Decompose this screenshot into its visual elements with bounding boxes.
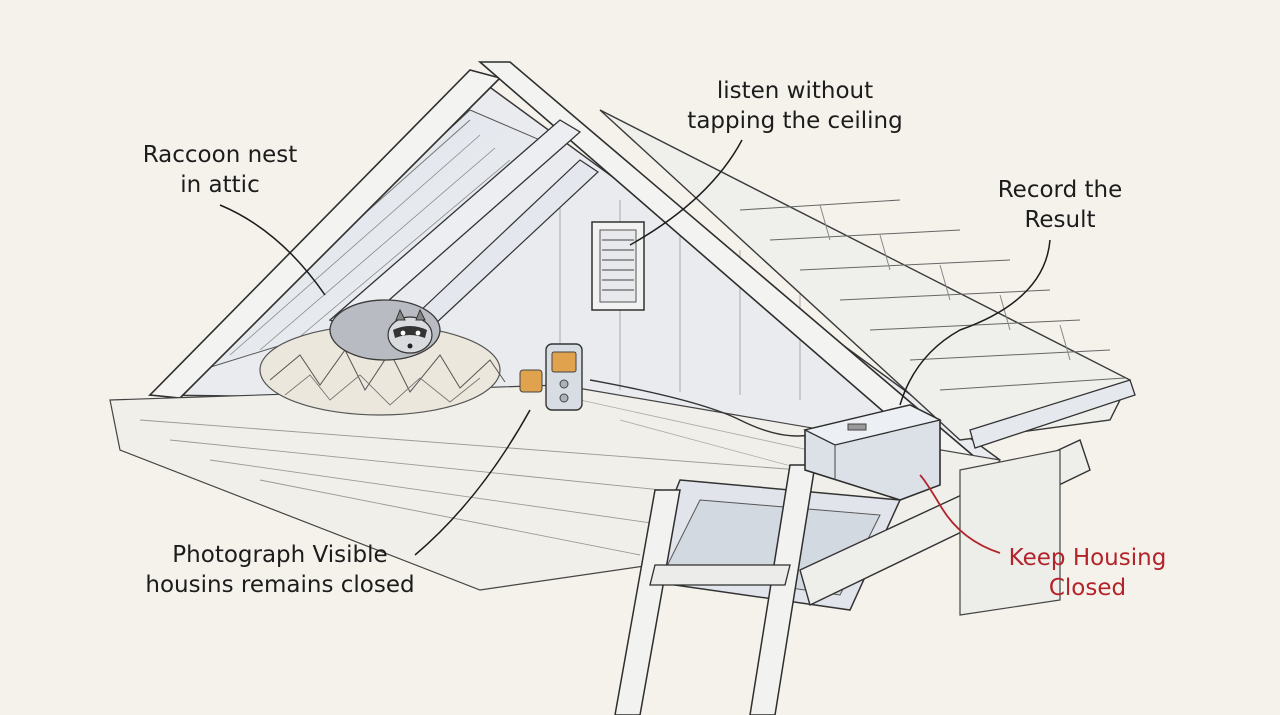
leader-listen: [629, 139, 743, 246]
rafters: [148, 61, 992, 479]
label-raccoon-nest-line2: in attic: [180, 172, 260, 198]
label-keep-housing-closed: Keep Housing Closed: [990, 543, 1185, 603]
label-listen-line1: listen without: [716, 78, 874, 104]
sensor-housing: [803, 404, 942, 501]
raccoon-nest: [259, 299, 506, 416]
leader-nest: [219, 204, 326, 296]
label-photo-line2: housins remains closed: [145, 572, 415, 598]
label-photo-line1: Photograph Visible: [172, 542, 388, 568]
attic-vent: [591, 221, 645, 311]
label-listen: listen without tapping the ceiling: [660, 76, 930, 136]
label-record-line2: Result: [1024, 207, 1096, 233]
label-keep-line1: Keep Housing: [1008, 545, 1167, 571]
label-raccoon-nest: Raccoon nest in attic: [110, 140, 330, 200]
leader-keep: [919, 474, 1001, 554]
label-raccoon-nest-line1: Raccoon nest: [142, 142, 298, 168]
label-record-result: Record the Result: [975, 175, 1145, 235]
leader-record: [899, 239, 1051, 406]
label-record-line1: Record the: [997, 177, 1123, 203]
ladder: [614, 464, 816, 715]
label-listen-line2: tapping the ceiling: [687, 108, 903, 134]
label-keep-line2: Closed: [1048, 575, 1127, 601]
recorder-device: [519, 343, 583, 411]
device-cable: [589, 379, 811, 437]
leader-photo: [414, 409, 531, 556]
label-photograph: Photograph Visible housins remains close…: [120, 540, 440, 600]
